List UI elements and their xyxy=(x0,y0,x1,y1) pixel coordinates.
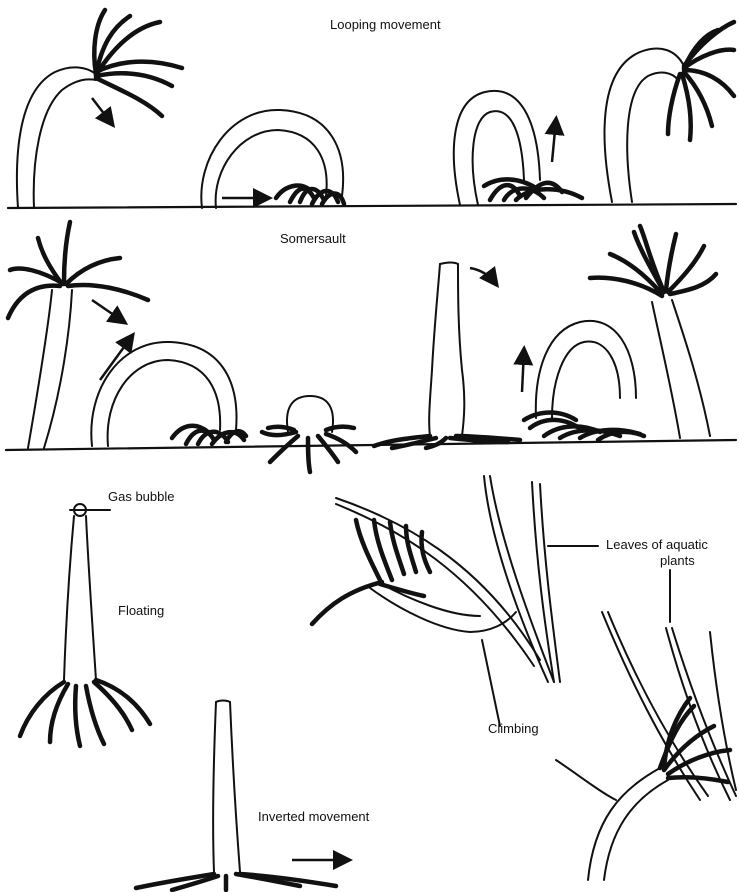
somersault-hydra-5 xyxy=(524,321,644,440)
somersault-hydra-3 xyxy=(262,396,356,472)
somersault-hydra-2 xyxy=(91,342,246,446)
climbing-hydra-lower xyxy=(588,698,730,880)
looping-hydra-2 xyxy=(201,110,344,208)
somersault-arrow-3 xyxy=(470,268,496,284)
somersault-arrow-4 xyxy=(522,350,524,392)
somersault-hydra-1 xyxy=(8,222,148,448)
climbing-hydra-upper xyxy=(312,520,516,632)
leader-climbing-lower xyxy=(556,760,616,800)
looping-hydra-4 xyxy=(605,22,734,202)
floating-hydra xyxy=(20,504,150,746)
inverted-hydra xyxy=(136,701,336,891)
label-inverted-movement: Inverted movement xyxy=(258,810,369,825)
somersault-hydra-6 xyxy=(590,226,716,438)
somersault-arrow-1 xyxy=(92,300,124,322)
ground-line-looping xyxy=(8,204,736,208)
looping-arrow-3 xyxy=(552,120,556,162)
looping-arrow-1 xyxy=(92,98,112,124)
leader-climbing-upper xyxy=(482,640,500,726)
somersault-arrow-2 xyxy=(100,336,132,380)
label-leaves-line2: plants xyxy=(660,554,695,569)
somersault-hydra-4 xyxy=(374,263,520,449)
label-floating: Floating xyxy=(118,604,164,619)
climbing-leaves xyxy=(336,476,560,682)
ground-line-somersault xyxy=(6,440,736,450)
looping-hydra-3 xyxy=(454,91,582,205)
label-climbing: Climbing xyxy=(488,722,539,737)
label-leaves-line1: Leaves of aquatic xyxy=(606,538,708,553)
label-looping-movement: Looping movement xyxy=(330,18,441,33)
label-gas-bubble: Gas bubble xyxy=(108,490,175,505)
label-somersault: Somersault xyxy=(280,232,346,247)
